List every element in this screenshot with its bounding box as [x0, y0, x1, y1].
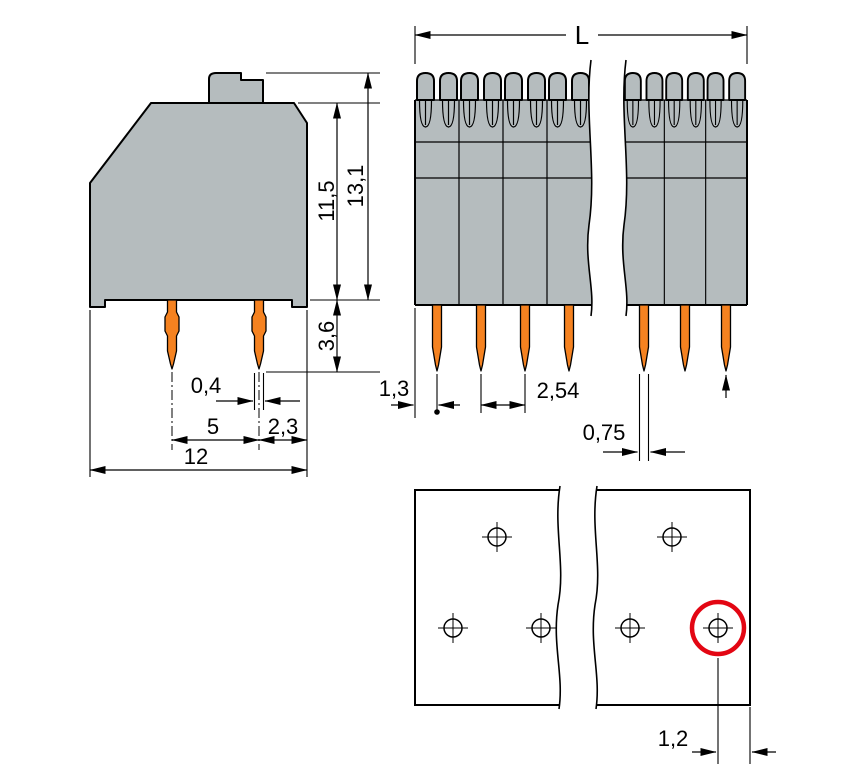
- break-line: [592, 485, 599, 710]
- latch: [208, 72, 264, 104]
- solder-pin: [720, 304, 732, 372]
- dim-label-hole-edge-distance: 1,2: [658, 726, 689, 751]
- front-view: L 1,3 2,54 0,75: [379, 20, 749, 461]
- solder-pin: [475, 304, 487, 372]
- footprint-view: 1,2: [414, 485, 776, 764]
- break-band: [556, 486, 598, 709]
- dim-label-pin-spacing: 5: [207, 414, 219, 439]
- dimension-hole-edge-distance: 1,2: [658, 658, 776, 764]
- highlight-circle: [689, 599, 747, 657]
- dimension-pin-spacing: 5: [171, 414, 260, 444]
- dimension-overall-length: L: [414, 20, 748, 64]
- break-line: [555, 485, 562, 710]
- dimension-overall-width: 12: [89, 444, 308, 474]
- dimension-front-pin-width: 0,75: [583, 374, 685, 461]
- solder-pin: [251, 299, 267, 370]
- dim-label-pin-length: 3,6: [314, 321, 339, 352]
- break-line: [621, 59, 628, 317]
- solder-pin: [431, 304, 443, 372]
- dim-label-pin-pitch: 2,54: [537, 378, 580, 403]
- dimension-first-pin-offset: 1,3: [379, 308, 460, 418]
- dim-label-overall-length: L: [575, 20, 589, 50]
- dim-label-pin-width: 0,4: [191, 373, 222, 398]
- dim-label-edge-offset: 2,3: [268, 414, 299, 439]
- solder-pin: [519, 304, 531, 372]
- side-view: 11,5 13,1 3,6 0,4 5 2,3 1: [89, 72, 380, 477]
- dimension-pin-width: 0,4: [191, 373, 300, 405]
- dimension-total-height: 13,1: [343, 72, 372, 301]
- dimension-pin-length: 3,6: [314, 299, 341, 373]
- break-line: [586, 59, 593, 317]
- dim-label-front-pin-width: 0,75: [583, 420, 626, 445]
- dimension-body-height: 11,5: [314, 102, 341, 301]
- dim-label-body-height: 11,5: [314, 180, 339, 221]
- solder-pin: [679, 304, 691, 372]
- dim-label-first-pin-offset: 1,3: [379, 376, 410, 401]
- dimension-pin-pitch: 2,54: [480, 374, 580, 413]
- break-band: [587, 60, 627, 316]
- housing-body: [89, 102, 308, 308]
- housing-front-body: [415, 100, 747, 305]
- dimension-edge-offset: 2,3: [258, 414, 308, 444]
- reference-dot: [434, 409, 440, 415]
- dim-label-overall-width: 12: [184, 444, 208, 469]
- solder-pin: [563, 304, 575, 372]
- dim-label-total-height: 13,1: [343, 165, 368, 208]
- solder-pin: [164, 299, 180, 370]
- solder-pin: [638, 304, 650, 372]
